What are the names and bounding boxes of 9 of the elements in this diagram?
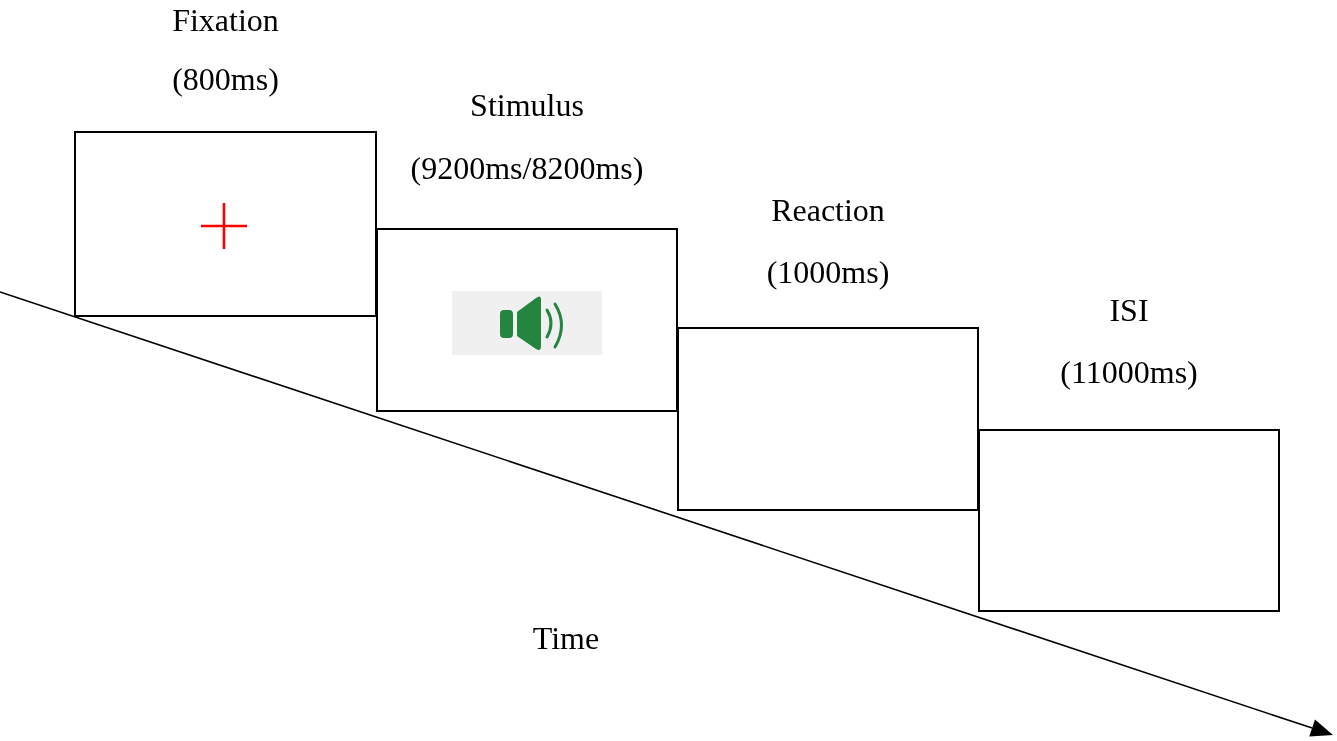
duration-label: (800ms) [172,60,279,98]
axis-label: Time [532,619,600,657]
duration-label: (9200ms/8200ms) [410,149,644,187]
screen-title: Stimulus [470,86,584,124]
duration-label: (11000ms) [1060,353,1198,391]
screen-title: Fixation [172,1,279,39]
duration-label: (1000ms) [766,253,890,291]
screen-title: ISI [1109,291,1149,329]
screen-title: Reaction [771,191,885,229]
